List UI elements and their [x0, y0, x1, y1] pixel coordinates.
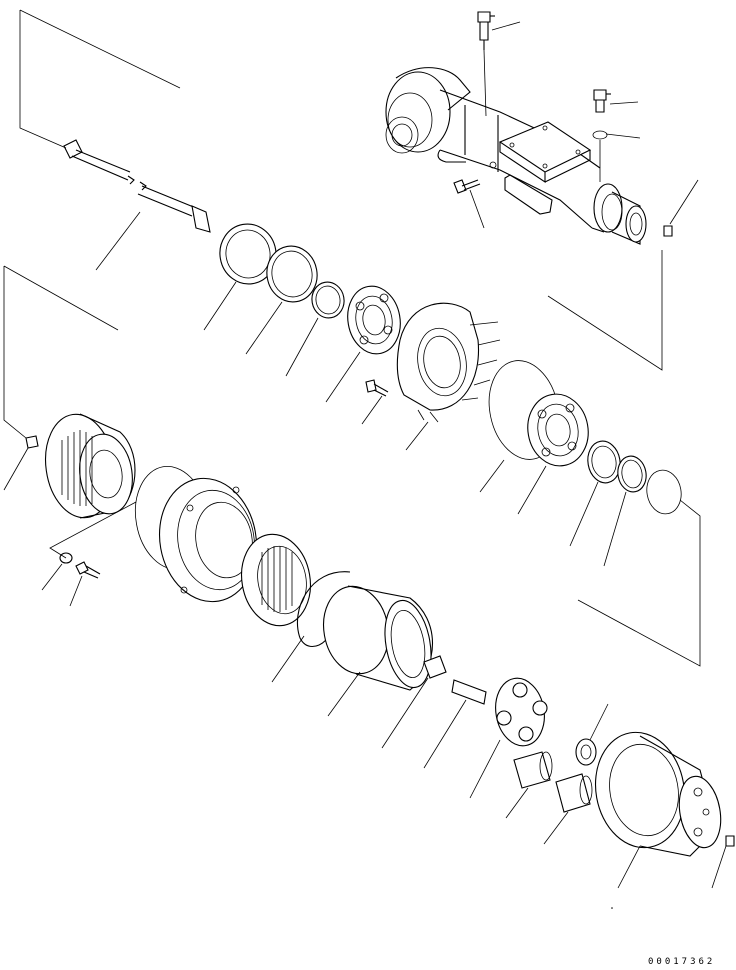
- mounting-bolt: [453, 179, 481, 194]
- bearing-1: [347, 285, 401, 355]
- plug: [25, 435, 39, 449]
- bearing-2: [527, 393, 589, 467]
- thrust-washer: [575, 738, 597, 766]
- dot-mark: [611, 907, 613, 909]
- drawing-number: 00017362: [648, 957, 716, 967]
- reduction-cover: [594, 731, 722, 857]
- seal-ring-2: [266, 245, 318, 303]
- planet-gear-2: [555, 773, 593, 813]
- brake-drum: [45, 413, 136, 519]
- cover-bolt-top: [663, 225, 673, 237]
- snap-ring-2: [587, 440, 621, 484]
- snap-ring-1: [311, 281, 345, 319]
- brake-housing: [158, 477, 258, 603]
- gear-ring: [241, 533, 311, 627]
- pin: [451, 679, 487, 705]
- snap-ring-4: [646, 469, 682, 515]
- o-ring-small: [592, 130, 608, 140]
- breather-1: [477, 11, 495, 50]
- hub-bolt: [365, 379, 389, 397]
- breather-2: [593, 89, 611, 113]
- carrier-plate: [495, 677, 548, 747]
- axle-housing: [385, 67, 647, 245]
- cover-screw: [725, 835, 735, 847]
- seal-ring-1: [219, 223, 277, 285]
- reference-lines: [3, 9, 701, 667]
- leader-lines: [3, 21, 727, 889]
- planet-gear-1: [513, 751, 553, 789]
- snap-ring-5: [296, 571, 351, 648]
- drum-bolt: [75, 561, 101, 579]
- drive-shaft: [63, 139, 211, 233]
- ring-gear: [323, 585, 434, 691]
- sleeve: [423, 655, 447, 679]
- hub-carrier: [396, 302, 501, 423]
